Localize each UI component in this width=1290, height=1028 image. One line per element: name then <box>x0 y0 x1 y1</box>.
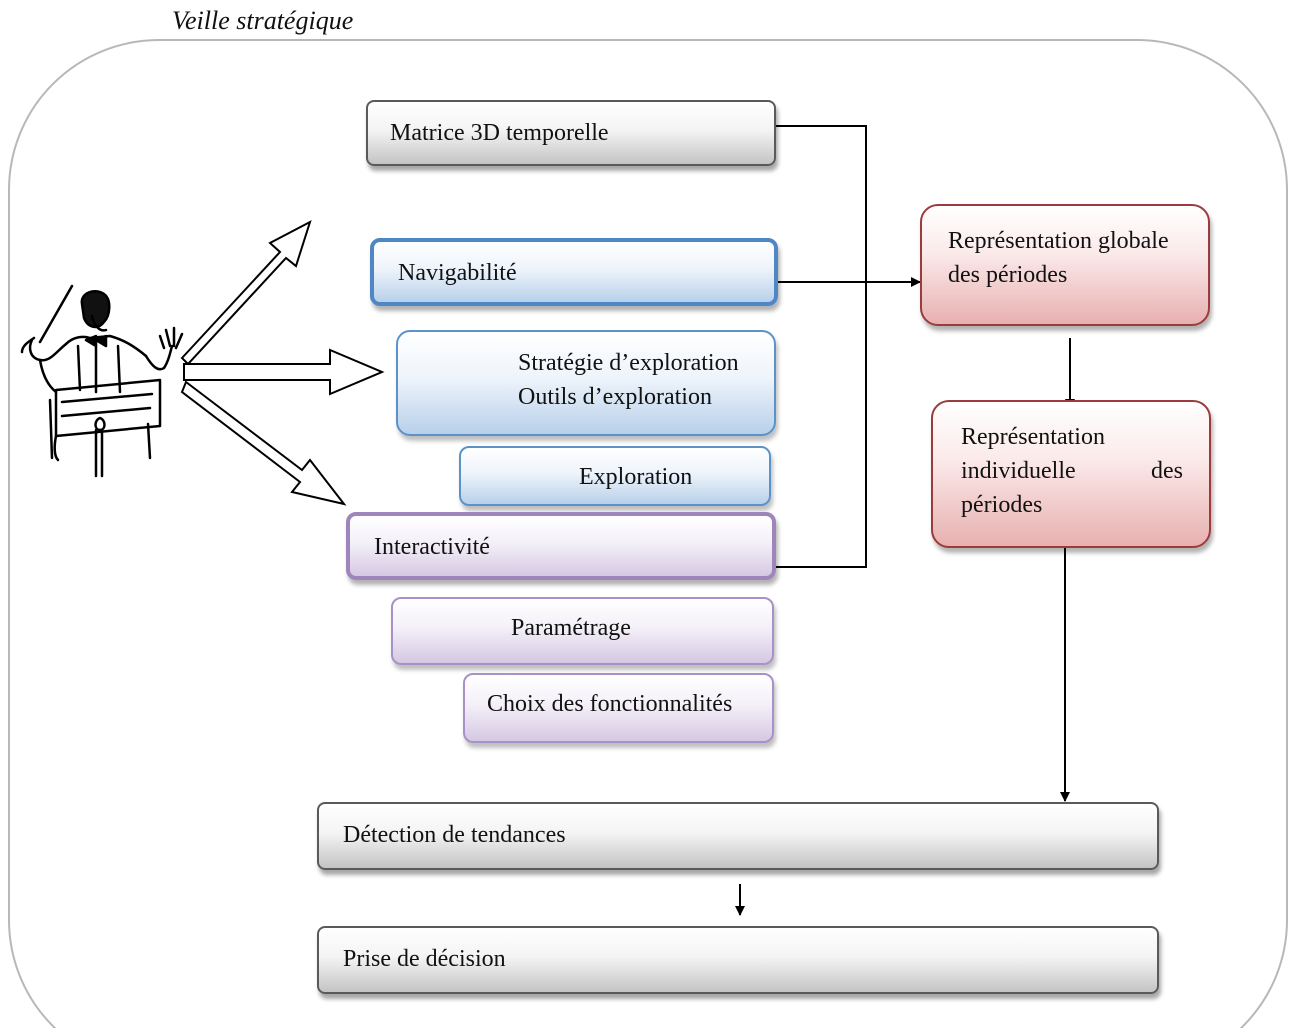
box-parametrage: Paramétrage <box>391 597 774 665</box>
outer-frame <box>8 39 1288 1028</box>
label-matrice: Matrice 3D temporelle <box>390 120 609 146</box>
box-exploration: Exploration <box>459 446 771 506</box>
label-parametrage: Paramétrage <box>511 615 631 641</box>
label-strategie: Stratégie d’exploration <box>518 350 739 376</box>
diagram-title: Veille stratégique <box>172 6 354 35</box>
label-navigabilite: Navigabilité <box>398 260 517 286</box>
label-rep-globale-1: Représentation globale <box>948 228 1169 254</box>
box-detection: Détection de tendances <box>317 802 1159 870</box>
conductor-icon <box>20 284 184 478</box>
label-detection: Détection de tendances <box>343 822 566 848</box>
box-choix: Choix des fonctionnalités <box>463 673 774 743</box>
label-choix: Choix des fonctionnalités <box>487 691 733 717</box>
label-rep-indiv-3: périodes <box>961 492 1043 518</box>
box-rep-globale: Représentation globale des périodes <box>920 204 1210 326</box>
label-interactivite: Interactivité <box>374 534 490 560</box>
box-strategie: Stratégie d’exploration Outils d’explora… <box>396 330 776 436</box>
box-decision: Prise de décision <box>317 926 1159 994</box>
connector-matrice <box>776 125 867 568</box>
label-outils: Outils d’exploration <box>518 384 712 410</box>
label-rep-indiv-1: Représentation <box>961 424 1105 450</box>
box-interactivite: Interactivité <box>346 512 776 580</box>
hollow-arrow-down <box>180 380 347 506</box>
hollow-arrow-right <box>183 348 385 396</box>
label-decision: Prise de décision <box>343 946 506 972</box>
box-matrice: Matrice 3D temporelle <box>366 100 776 166</box>
label-exploration: Exploration <box>579 464 693 490</box>
hollow-arrow-up <box>180 219 312 366</box>
box-navigabilite: Navigabilité <box>370 238 778 306</box>
label-rep-globale-2: des périodes <box>948 262 1068 288</box>
